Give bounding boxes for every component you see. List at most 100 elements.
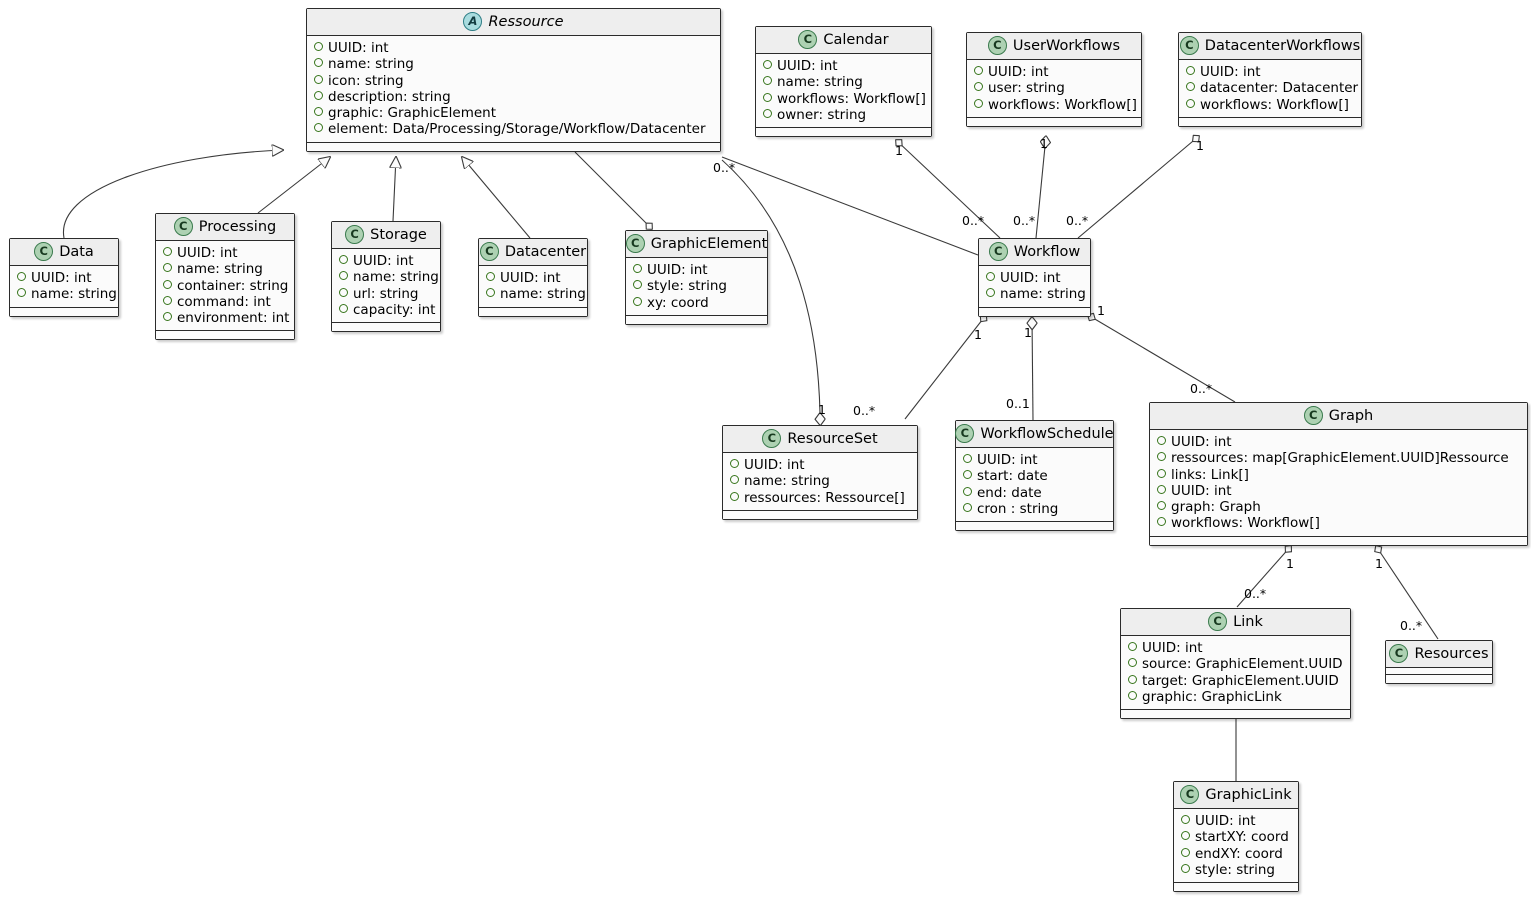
attribute-row: workflows: Workflow[] [1186,97,1354,113]
class-name-ressource: Ressource [488,13,564,30]
visibility-public-icon [986,288,995,298]
visibility-public-icon [486,288,495,298]
attribute-text: UUID: int [777,58,838,74]
class-name-calendar: Calendar [823,31,889,48]
class-icon: C [955,424,975,443]
class-name-link: Link [1233,613,1263,630]
multiplicity-label: 1 [818,402,826,417]
attribute-text: name: string [353,269,439,286]
visibility-public-icon [974,82,983,92]
attribute-row: UUID: int [1157,434,1520,450]
attribute-row: UUID: int [17,270,111,286]
attribute-text: UUID: int [1200,64,1261,80]
visibility-public-icon [963,470,972,480]
attribute-row: icon: string [314,73,713,89]
edge-calendar-workflow [896,140,1001,239]
attribute-row: environment: int [163,310,290,327]
attribute-text: name: string [744,473,830,490]
attribute-row: end: date [963,485,1106,501]
attribute-text: name: string [1000,286,1086,303]
class-name-data: Data [59,243,94,260]
attribute-text: UUID: int [744,457,805,473]
multiplicity-label: 0..* [1190,381,1213,396]
attribute-row: xy: coord [633,295,760,311]
class-methods-data [10,307,118,316]
multiplicity-label: 1 [1196,138,1204,153]
attribute-row: name: string [339,269,439,285]
attribute-text: UUID: int [647,262,708,278]
class-name-datacenter: Datacenter [504,243,587,260]
attribute-row: target: GraphicElement.UUID [1128,673,1343,689]
visibility-public-icon [339,287,348,297]
visibility-public-icon [1157,517,1166,527]
attribute-text: xy: coord [647,294,709,311]
attribute-text: UUID: int [177,245,238,261]
visibility-public-icon [633,296,642,306]
attribute-text: UUID: int [31,270,92,286]
class-methods-resourceset [723,510,917,519]
multiplicity-label: 0..* [1244,586,1267,601]
attribute-row: workflows: Workflow[] [974,96,1137,113]
attribute-row: name: string [730,473,910,489]
visibility-public-icon [339,303,348,313]
multiplicity-label: 1 [1286,556,1294,571]
attribute-row: startXY: coord [1181,829,1291,845]
visibility-public-icon [1128,642,1137,651]
attribute-row: user: string [974,80,1134,96]
visibility-public-icon [163,263,172,273]
attribute-text: graph: Graph [1171,499,1261,516]
class-name-resources: Resources [1414,645,1489,662]
attribute-row: ressources: map[GraphicElement.UUID]Ress… [1157,450,1520,466]
attribute-text: startXY: coord [1195,829,1289,846]
attribute-text: workflows: Workflow[] [988,96,1137,113]
attribute-text: environment: int [177,310,290,327]
class-icon: C [173,217,193,236]
attribute-row: UUID: int [633,262,760,278]
class-icon: C [345,225,365,244]
attribute-row: UUID: int [486,270,580,286]
attribute-text: target: GraphicElement.UUID [1142,672,1339,689]
attribute-text: style: string [1195,861,1275,878]
attribute-row: name: string [986,286,1086,303]
visibility-public-icon [1186,66,1195,75]
visibility-public-icon [1128,658,1137,668]
attribute-row: url: string [339,286,433,302]
attribute-text: source: GraphicElement.UUID [1142,656,1343,673]
visibility-public-icon [763,76,772,86]
class-methods-ressource [307,142,720,151]
attribute-row: datacenter: Datacenter [1186,80,1358,96]
attribute-row: style: string [633,278,760,294]
attribute-text: UUID: int [1142,640,1203,656]
visibility-public-icon [17,272,26,281]
class-name-processing: Processing [198,218,277,235]
attribute-row: name: string [763,74,924,90]
visibility-public-icon [314,74,323,84]
attribute-row: element: Data/Processing/Storage/Workflo… [314,121,713,137]
attribute-text: owner: string [777,106,867,123]
attribute-row: UUID: int [1128,640,1343,656]
attribute-row: graphic: GraphicLink [1128,689,1343,705]
